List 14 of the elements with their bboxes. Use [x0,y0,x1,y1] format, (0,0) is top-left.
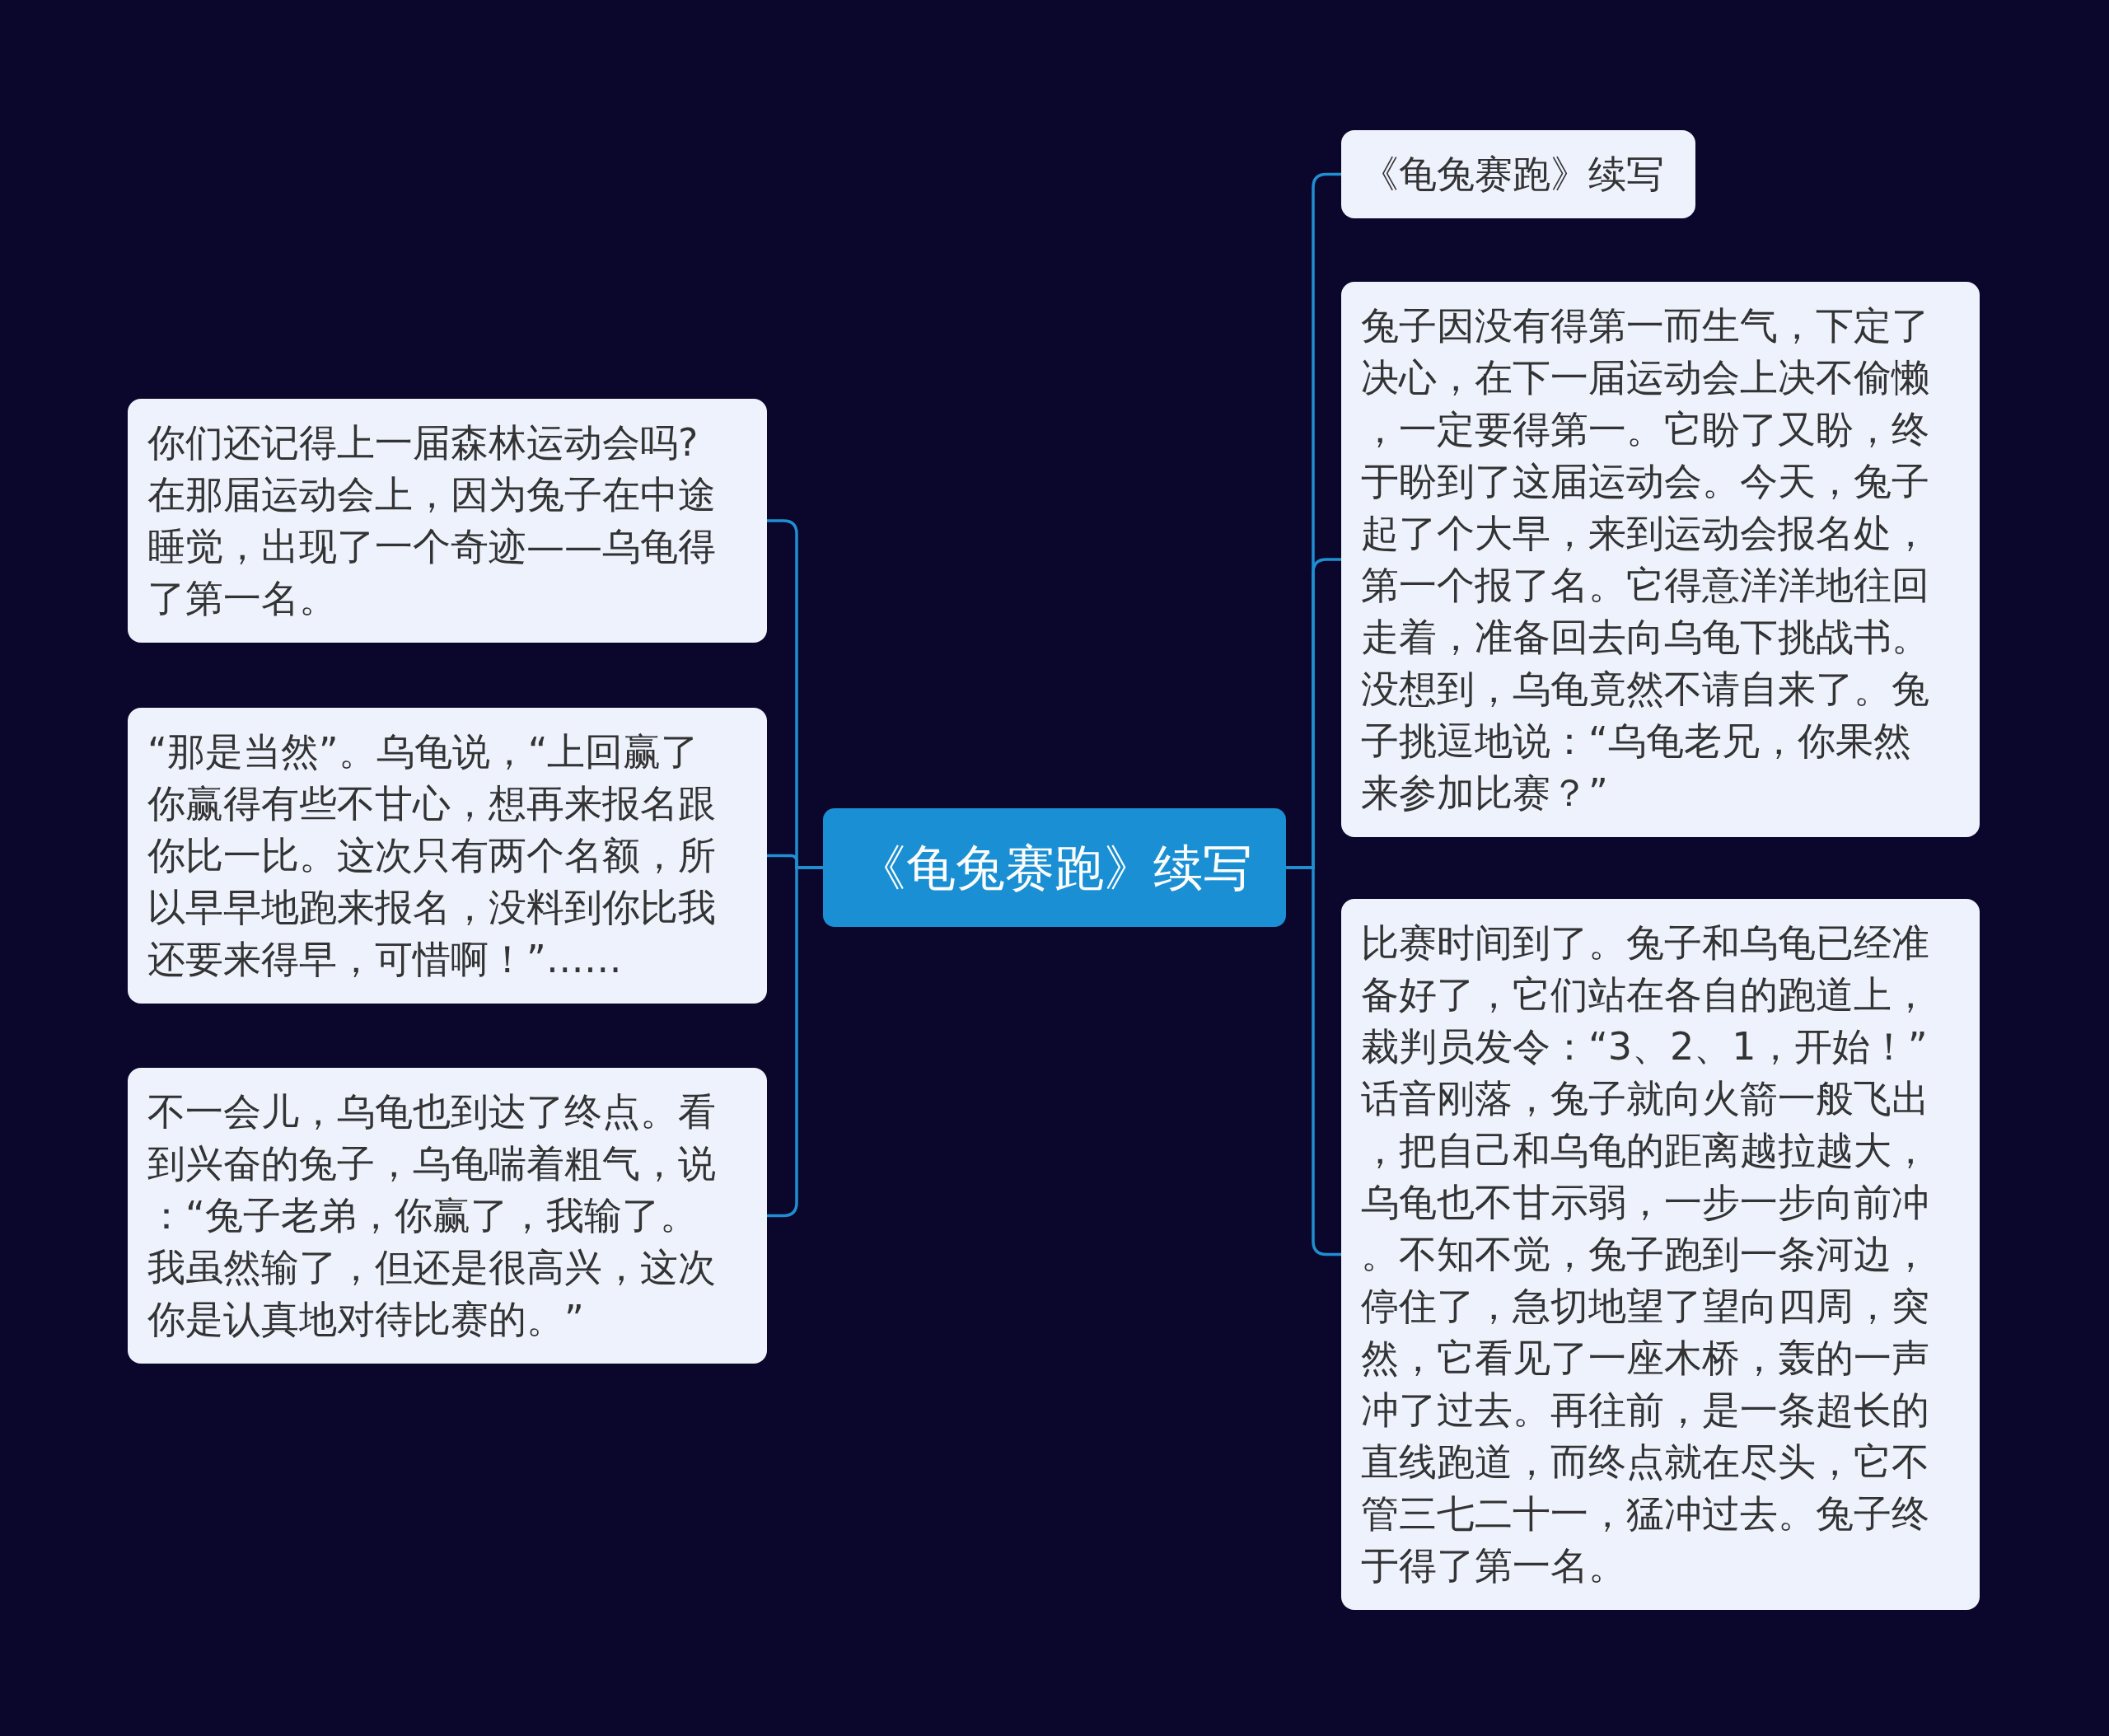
topic-box [128,1068,767,1364]
topic-text: “那是当然”。乌龟说，“上回赢了你赢得有些不甘心，想再来报名跟你比一比。这次只有两个名额，所以早早地跑来报名，没料到你比我还要来得早，可惜啊！”…… [147,728,717,983]
topic-box [128,399,767,643]
central-topic-box [823,808,1286,927]
topic-text: 你们还记得上一届森林运动会吗?在那届运动会上，因为兔子在中途睡觉，出现了一个奇迹——乌龟得了第一名。 [147,419,717,622]
central-topic-text: 《龟兔赛跑》续写 [857,838,1252,897]
topic-box [1341,282,1980,837]
topic-box [1341,899,1980,1610]
topic-box [128,708,767,1004]
topic-box [1341,130,1695,218]
topic-text: 兔子因没有得第一而生气，下定了决心，在下一届运动会上决不偷懒，一定要得第一。它盼了又盼，终于盼到了这届运动会。今天，兔子起了个大早，来到运动会报名处，第一个报了名。它得意洋洋地往回走着，准备回去向乌龟下挑战书。没想到，乌龟竟然不请自来了。兔子挑逗地说：“乌龟老兄，你果然来参加比赛？” [1361,302,1930,817]
topic-text: 《龟兔赛跑》续写 [1361,151,1665,198]
topic-text: 不一会儿，乌龟也到达了终点。看到兴奋的兔子，乌龟喘着粗气，说：“兔子老弟，你赢了，我输了。我虽然输了，但还是很高兴，这次你是认真地对待比赛的。” [147,1088,717,1343]
topic-text: 比赛时间到了。兔子和乌龟已经准备好了，它们站在各自的跑道上，裁判员发令：“3、2、1，开始！”话音刚落，兔子就向火箭一般飞出，把自己和乌龟的距离越拉越大，乌龟也不甘示弱，一步一步向前冲。不知不觉，兔子跑到一条河边，停住了，急切地望了望向四周，突然，它看见了一座木桥，轰的一声冲了过去。再往前，是一条超长的直线跑道，而终点就在尽头，它不管三七二十一，猛冲过去。兔子终于得了第一名。 [1361,919,1930,1589]
